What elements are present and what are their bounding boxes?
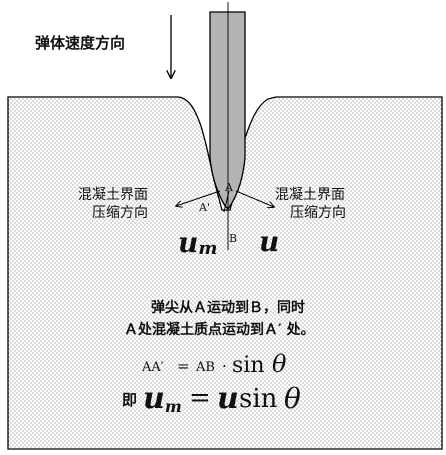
formula-1-equals: =	[177, 357, 190, 375]
explanation-line-1: 弹尖从Ａ运动到Ｂ，同时	[151, 299, 305, 316]
compression-arrow-left	[176, 190, 221, 206]
point-a-label: A	[224, 181, 234, 194]
formula-1-theta: θ	[272, 350, 287, 378]
formula-2-theta: θ	[284, 382, 301, 415]
formula-1-ab: AB	[195, 360, 215, 375]
compression-label-left-line2: 压缩方向	[92, 205, 148, 221]
formula-2-sin: sin	[239, 384, 278, 414]
symbol-um: um	[178, 226, 217, 259]
projectile	[209, 11, 246, 211]
formula-2-um-subscript: m	[165, 397, 182, 416]
compression-label-right-line1: 混凝土界面	[275, 187, 345, 203]
formula-2-prefix: 即	[122, 391, 137, 409]
formula-2-um: um	[143, 381, 182, 416]
formula-1-lhs: AA′	[141, 360, 164, 375]
formula-1-sin: sin	[232, 353, 265, 378]
velocity-direction-label: 弹体速度方向	[35, 34, 125, 52]
compression-label-right-line2: 压缩方向	[290, 205, 346, 221]
compression-label-left-line1: 混凝土界面	[78, 187, 148, 203]
point-b-label: B	[229, 232, 237, 245]
formula-2-u: u	[217, 381, 239, 416]
explanation-line-2: Ａ处混凝土质点运动到Ａ′ 处。	[124, 321, 315, 338]
formula-1-dot: ·	[222, 357, 227, 375]
formula-2: 即 um = u sin θ	[122, 381, 301, 416]
displacement-line	[223, 190, 230, 213]
formula-2-equals: =	[189, 383, 211, 413]
formula-1: AA′ = AB · sin θ	[141, 350, 287, 378]
symbol-um-subscript: m	[198, 238, 217, 259]
compression-arrow-right	[235, 190, 274, 207]
point-a-prime-label: A'	[198, 201, 210, 214]
symbol-u: u	[259, 225, 279, 258]
